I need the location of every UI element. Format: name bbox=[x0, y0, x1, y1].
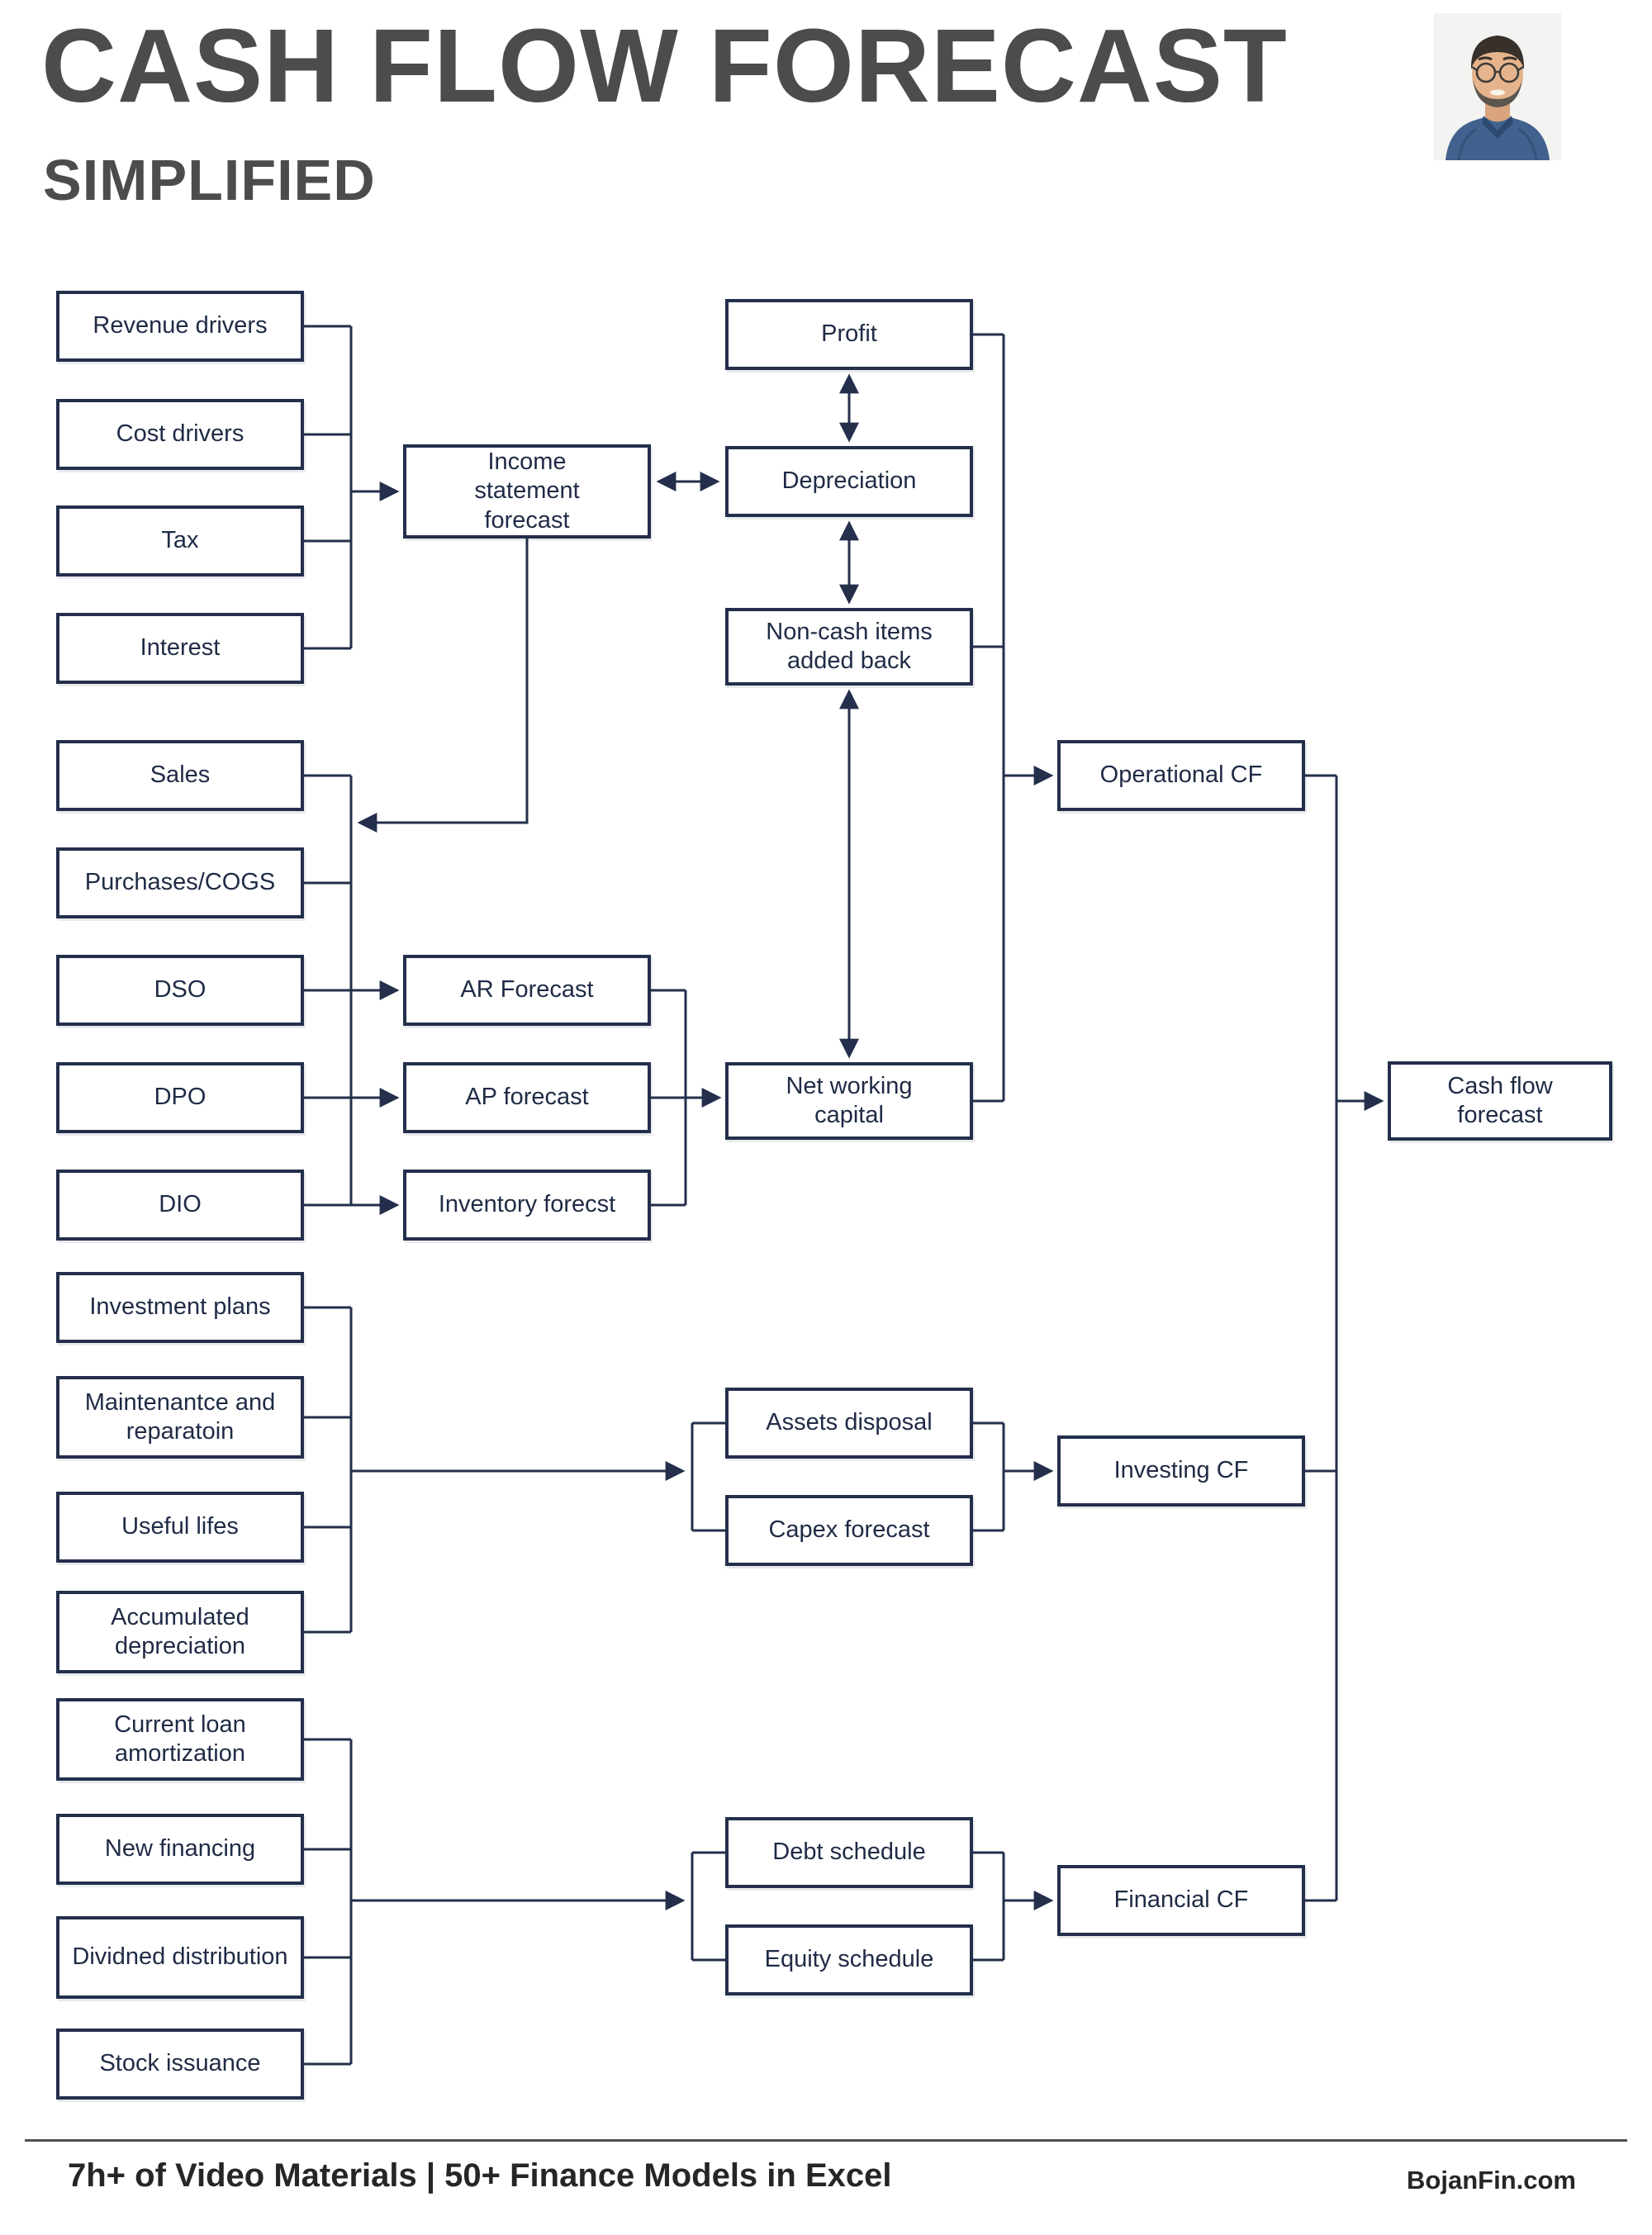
node-cash-flow-forecast: Cash flow forecast bbox=[1388, 1061, 1612, 1141]
node-new-financing: New financing bbox=[56, 1814, 304, 1885]
connector-to-financial-cf bbox=[973, 1851, 1054, 1962]
node-financial-cf: Financial CF bbox=[1057, 1865, 1305, 1936]
connector-to-operational-cf bbox=[973, 333, 1054, 1103]
node-inventory-forecast: Inventory forecst bbox=[403, 1170, 651, 1241]
page-title: CASH FLOW FORECAST bbox=[41, 7, 1288, 124]
headshot-illustration bbox=[1434, 13, 1561, 161]
node-profit: Profit bbox=[725, 299, 973, 370]
node-net-working-capital: Net working capital bbox=[725, 1062, 973, 1140]
node-current-loan-amortization: Current loan amortization bbox=[56, 1698, 304, 1781]
node-tax: Tax bbox=[56, 505, 304, 577]
node-debt-schedule: Debt schedule bbox=[725, 1817, 973, 1888]
node-sales: Sales bbox=[56, 740, 304, 811]
connector-to-cash-flow-forecast bbox=[1305, 774, 1384, 1902]
node-non-cash-items: Non-cash items added back bbox=[725, 608, 973, 686]
node-depreciation: Depreciation bbox=[725, 446, 973, 517]
connector-drivers-to-income bbox=[304, 325, 400, 650]
node-purchases-cogs: Purchases/COGS bbox=[56, 847, 304, 918]
connector-financing-group bbox=[304, 1738, 725, 2066]
node-cost-drivers: Cost drivers bbox=[56, 399, 304, 470]
page-subtitle: SIMPLIFIED bbox=[43, 148, 376, 212]
node-dpo: DPO bbox=[56, 1062, 304, 1133]
connector-sales-group bbox=[304, 774, 400, 1215]
node-equity-schedule: Equity schedule bbox=[725, 1924, 973, 1995]
node-income-statement-forecast: Income statement forecast bbox=[403, 444, 651, 539]
node-revenue-drivers: Revenue drivers bbox=[56, 291, 304, 362]
footer-divider bbox=[25, 2139, 1627, 2142]
connector-income-to-sales bbox=[357, 539, 529, 833]
connector-investment-group bbox=[304, 1306, 725, 1634]
node-interest: Interest bbox=[56, 613, 304, 684]
node-capex-forecast: Capex forecast bbox=[725, 1495, 973, 1566]
footer-tagline: 7h+ of Video Materials | 50+ Finance Mod… bbox=[68, 2157, 892, 2194]
node-dio: DIO bbox=[56, 1170, 304, 1241]
author-headshot-photo bbox=[1434, 13, 1561, 164]
node-ap-forecast: AP forecast bbox=[403, 1062, 651, 1133]
node-operational-cf: Operational CF bbox=[1057, 740, 1305, 811]
node-investing-cf: Investing CF bbox=[1057, 1435, 1305, 1507]
node-assets-disposal: Assets disposal bbox=[725, 1388, 973, 1459]
node-stock-issuance: Stock issuance bbox=[56, 2029, 304, 2100]
node-ar-forecast: AR Forecast bbox=[403, 955, 651, 1026]
node-dso: DSO bbox=[56, 955, 304, 1026]
node-useful-lifes: Useful lifes bbox=[56, 1492, 304, 1563]
connector-to-investing-cf bbox=[973, 1421, 1054, 1532]
footer-brand: BojanFin.com bbox=[1407, 2166, 1576, 2195]
node-investment-plans: Investment plans bbox=[56, 1272, 304, 1343]
connector-to-nwc bbox=[651, 989, 722, 1207]
node-maintenance-reparation: Maintenantce and reparatoin bbox=[56, 1376, 304, 1459]
node-accumulated-depreciation: Accumulated depreciation bbox=[56, 1591, 304, 1673]
node-dividend-distribution: Dividned distribution bbox=[56, 1916, 304, 1999]
